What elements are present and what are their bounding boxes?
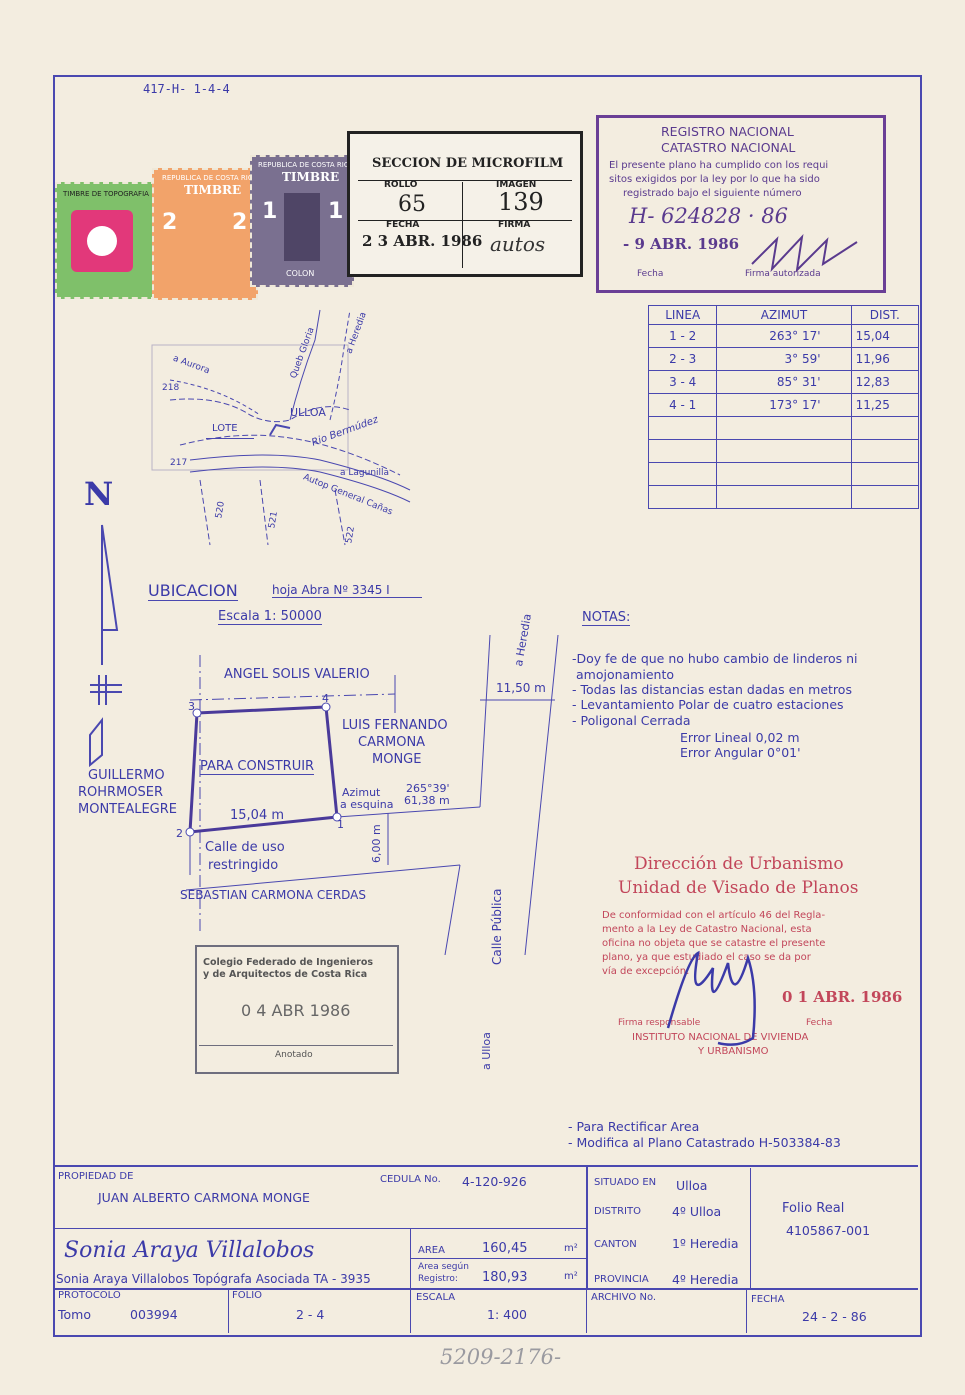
document-reference: 417-H- 1-4-4 [143,82,230,96]
plot-dimension: 15,04 m [230,808,285,823]
urbanismo-date: 0 1 ABR. 1986 [782,988,903,1006]
escala-value: 1: 400 [487,1307,527,1322]
cedula-number: 4-120-926 [462,1174,527,1189]
escala-label: Escala 1: 50000 [218,609,322,625]
notas-title: NOTAS: [582,610,631,626]
folio-real-number: 4105867-001 [786,1223,871,1238]
hoja-label: hoja Abra Nº 3345 I [272,583,422,598]
lote-label: LOTE [212,423,238,434]
registro-number: H- 624828 · 86 [629,204,788,228]
vertex-1: 1 [337,818,344,831]
location-map: a Aurora 218 217 Queb Gloria a Heredia U… [150,300,420,550]
nota-line: amojonamiento [576,667,674,682]
imagen-number: 139 [498,188,544,216]
timbre-1-stamp: REPUBLICA DE COSTA RICA TIMBRE 1 1 COLON [250,155,354,287]
table-row [647,485,920,509]
para-construir-label: PARA CONSTRUIR [200,759,315,775]
table-row [647,462,920,486]
provincia-value: 4º Heredia [672,1272,739,1287]
fecha-value: 24 - 2 - 86 [802,1309,867,1324]
topografo-signature: Sonia Araya Villalobos [64,1238,315,1263]
nota-line: -Doy fe de que no hubo cambio de lindero… [572,651,858,666]
area-value: 160,45 [482,1241,528,1256]
vertex-2: 2 [176,827,183,840]
column-header-azimut: AZIMUT [716,305,852,325]
north-label: N [84,475,114,513]
nota-line: - Todas las distancias estan dadas en me… [572,682,852,697]
topografo-name: Sonia Araya Villalobos Topógrafa Asociad… [56,1272,371,1286]
north-arrow-icon [82,520,132,770]
nota-line: - Levantamiento Polar de cuatro estacion… [572,697,844,712]
vertex-3: 3 [188,700,195,713]
canton-value: 1º Heredia [672,1236,739,1251]
rectificar-line: - Para Rectificar Area [568,1119,700,1134]
nota-line: - Poligonal Cerrada [572,713,691,728]
registro-signature-icon [747,233,867,273]
registro-date: - 9 ABR. 1986 [623,235,740,253]
neighbor-north: ANGEL SOLIS VALERIO [224,667,370,682]
ubicacion-title: UBICACION [148,581,238,601]
folio-value: 2 - 4 [296,1307,325,1322]
timbre-topografia-stamp: TIMBRE DE TOPOGRAFIA [55,182,157,299]
registro-nacional-stamp: REGISTRO NACIONAL CATASTRO NACIONAL El p… [596,115,886,293]
urbanismo-stamp: Dirección de Urbanismo Unidad de Visado … [602,854,903,1058]
error-lineal: Error Lineal 0,02 m [680,730,800,745]
monument-illustration [284,193,320,261]
timbre-2-stamp: REPUBLICA DE COSTA RICA TIMBRE 2 2 [152,168,258,300]
rollo-number: 65 [398,192,426,217]
neighbor-south: SEBASTIAN CARMONA CERDAS [180,888,367,902]
propietario-name: JUAN ALBERTO CARMONA MONGE [98,1190,310,1205]
table-row [647,416,920,440]
column-header-dist: DIST. [850,305,920,325]
vertex-4: 4 [322,692,329,705]
colegio-date: 0 4 ABR 1986 [241,1001,351,1020]
situado-value: Ulloa [676,1178,708,1193]
tomo-value: 003994 [130,1307,178,1322]
colegio-stamp: Colegio Federado de Ingenieros y de Arqu… [195,945,399,1074]
error-angular: Error Angular 0°01' [680,745,801,760]
plot-drawing [180,625,580,956]
urbanismo-signature-icon [658,948,778,1058]
microfilm-stamp: SECCION DE MICROFILM ROLLO IMAGEN 65 139… [347,131,583,277]
table-row [647,439,920,463]
area-registro-value: 180,93 [482,1270,528,1285]
archive-handwritten-number: 5209-2176- [440,1345,562,1369]
drawing-frame [53,75,922,1337]
modifica-line: - Modifica al Plano Catastrado H-503384-… [568,1135,841,1150]
microfilm-signature: autos [490,232,546,256]
microfilm-date: 2 3 ABR. 1986 [362,232,483,250]
distrito-value: 4º Ulloa [672,1204,722,1219]
column-header-linea: LINEA [647,305,718,325]
